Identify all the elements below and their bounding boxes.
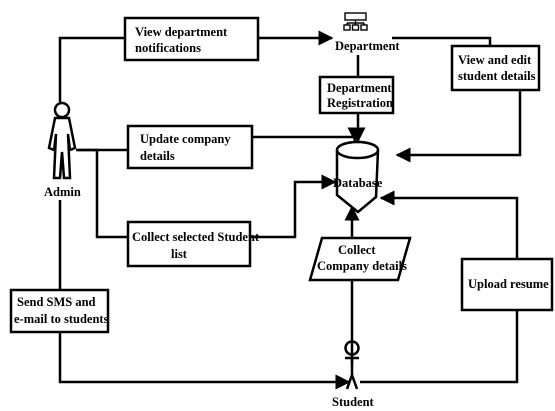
- process-collect-student-list: Collect selected Student list: [126, 220, 260, 268]
- process-view-edit-student: View and edit student details: [450, 44, 541, 92]
- view-notifications-label-line2: notifications: [135, 41, 201, 55]
- collect-company-label-line1: Collect: [338, 243, 376, 257]
- process-send-sms: Send SMS and e-mail to students: [9, 288, 110, 334]
- edge-department-to-view-edit: [392, 36, 492, 46]
- view-edit-label-line1: View and edit: [458, 53, 532, 67]
- process-department-registration: Department Registration: [318, 75, 395, 115]
- registration-label-line1: Department: [327, 81, 392, 95]
- edge-student-to-upload-resume: [360, 310, 519, 384]
- update-company-label-line1: Update company: [140, 132, 231, 146]
- edge-send-sms-to-student: [58, 332, 351, 390]
- view-notifications-label-line1: View department: [135, 25, 228, 39]
- edge-view-edit-to-database: [395, 90, 522, 163]
- view-edit-label-line2: student details: [458, 69, 536, 83]
- send-sms-label-line2: e-mail to students: [14, 312, 109, 326]
- person-icon: [47, 101, 77, 180]
- edge-upload-resume-to-database: [379, 190, 519, 259]
- department-node: Department: [335, 12, 400, 53]
- edge-collect-list-to-database: [250, 174, 337, 239]
- update-company-label-line2: details: [140, 149, 175, 163]
- process-upload-resume: Upload resume: [460, 257, 554, 312]
- collect-list-label-line1: Collect selected Student: [132, 230, 260, 244]
- process-collect-company: Collect Company details: [308, 236, 412, 282]
- registration-label-line2: Registration: [327, 96, 393, 110]
- process-view-notifications: View department notifications: [123, 16, 260, 62]
- student-label: Student: [332, 395, 375, 409]
- edge-update-company-to-database: [252, 127, 363, 143]
- department-label: Department: [335, 39, 400, 53]
- collect-company-label-line2: Company details: [317, 259, 407, 273]
- upload-resume-label: Upload resume: [468, 277, 549, 291]
- database-label: Database: [333, 176, 383, 190]
- collect-list-label-line2: list: [171, 247, 188, 261]
- process-update-company: Update company details: [126, 124, 254, 170]
- send-sms-label-line1: Send SMS and: [17, 295, 96, 309]
- edge-admin-to-view-notifications: [58, 36, 125, 102]
- database-node: Database: [333, 140, 383, 214]
- student-node: Student: [332, 340, 375, 409]
- person-icon: [344, 340, 360, 390]
- admin-label: Admin: [44, 185, 81, 199]
- edge-admin-to-collect-list: [78, 148, 128, 239]
- server-icon: [343, 12, 368, 31]
- admin-node: Admin: [44, 101, 81, 199]
